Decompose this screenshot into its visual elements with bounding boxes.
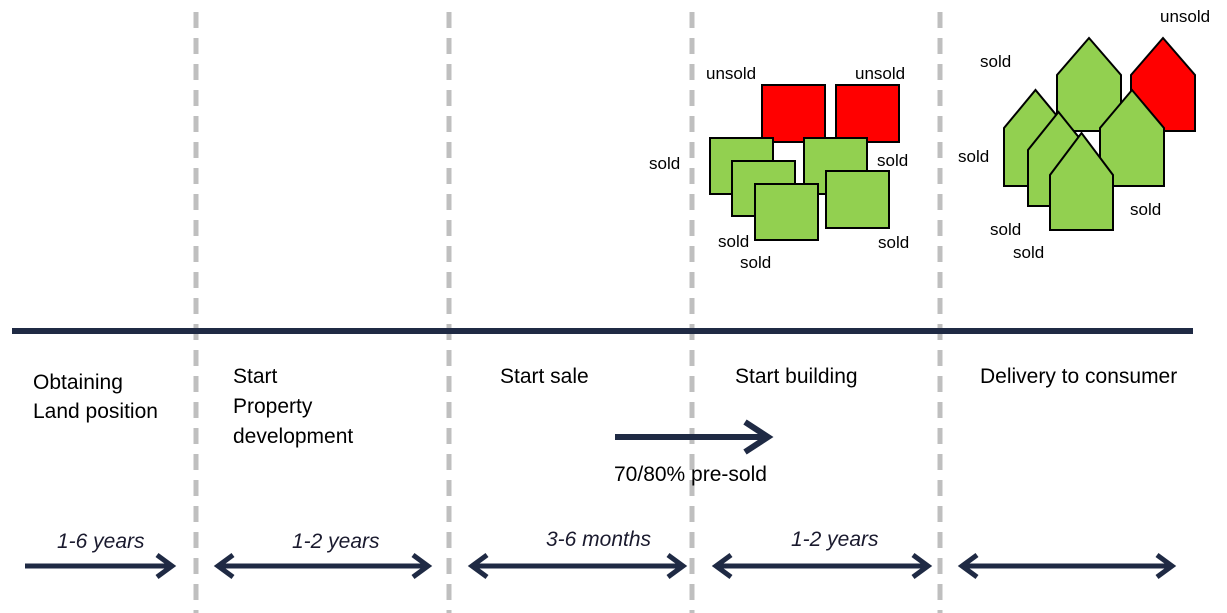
stage-label-line: Property <box>233 395 313 418</box>
sold-plot-label: sold <box>877 151 908 170</box>
sold-plot-label: sold <box>878 233 909 252</box>
sold-plot <box>825 170 890 229</box>
sold-plot <box>754 183 819 241</box>
sold-house-label: sold <box>990 220 1021 239</box>
unsold-house-label: unsold <box>1160 7 1210 26</box>
duration-arrow <box>25 552 177 580</box>
unsold-plot-label: unsold <box>706 64 756 83</box>
presale-arrow-head <box>743 419 774 455</box>
stage-label-line: Delivery to consumer <box>980 365 1177 388</box>
duration-label: 1-2 years <box>791 528 879 551</box>
sold-house-label: sold <box>1130 200 1161 219</box>
sold-house-label: sold <box>1013 243 1044 262</box>
stage-labels: Obtaining Land position Start Property d… <box>33 365 1177 448</box>
status-tags: unsold unsold sold sold sold sold sold unsold so… <box>649 7 1210 272</box>
stage-label-line: development <box>233 425 353 448</box>
stage-label-line: Land position <box>33 400 158 423</box>
duration-label: 1-6 years <box>57 530 145 553</box>
unsold-plot <box>761 84 826 143</box>
sold-plot-label: sold <box>649 154 680 173</box>
sold-house-label: sold <box>980 52 1011 71</box>
plot-group <box>709 84 900 241</box>
duration-arrow <box>213 552 433 580</box>
duration-arrow <box>711 552 933 580</box>
stage-label-line: Obtaining <box>33 371 123 394</box>
stage-label-line: Start building <box>735 365 858 388</box>
duration-arrow <box>957 552 1177 580</box>
stage-label-line: Start <box>233 365 278 388</box>
duration-label: 3-6 months <box>546 528 652 551</box>
phase-dividers <box>193 12 943 613</box>
duration-arrow <box>467 552 688 580</box>
stage-label-line: Start sale <box>500 365 589 388</box>
presale-note: 70/80% pre-sold <box>614 463 767 486</box>
presale-arrow <box>615 419 774 455</box>
sold-plot-label: sold <box>718 232 749 251</box>
sold-plot-label: sold <box>740 253 771 272</box>
duration-arrows <box>25 552 1177 580</box>
house-group <box>1003 36 1196 231</box>
sold-house <box>1049 131 1114 231</box>
sold-house-label: sold <box>958 147 989 166</box>
unsold-plot-label: unsold <box>855 64 905 83</box>
duration-labels: 1-6 years 1-2 years 3-6 months 1-2 years <box>57 528 879 553</box>
duration-label: 1-2 years <box>292 530 380 553</box>
sold-house <box>1099 88 1165 187</box>
unsold-plot <box>835 84 900 143</box>
